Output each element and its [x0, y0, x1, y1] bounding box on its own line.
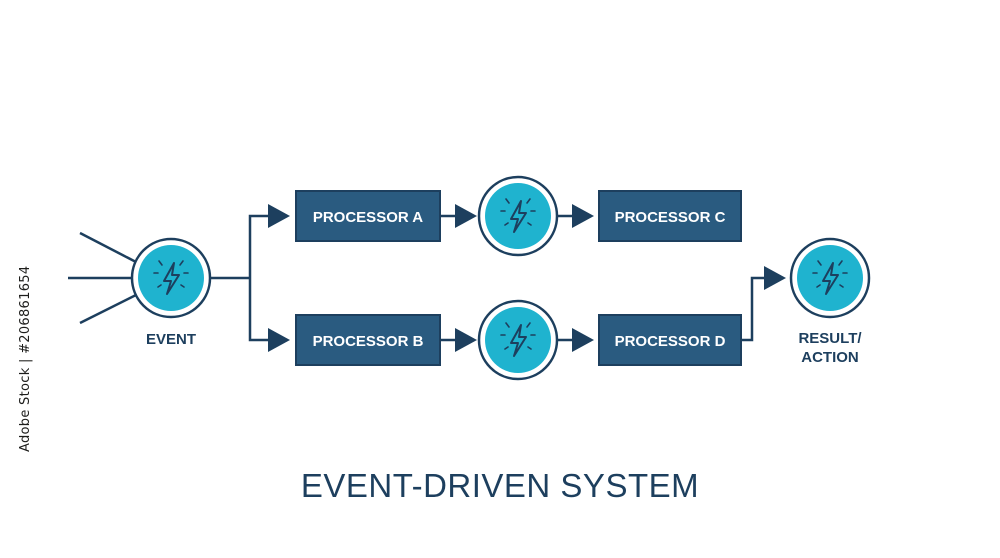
processor-c: PROCESSOR C [598, 190, 742, 242]
incoming-line-top [79, 231, 137, 264]
arrow-to-node-bottom [455, 328, 477, 352]
event-label: EVENT [146, 331, 196, 348]
lightning-bolt-icon [130, 237, 212, 319]
lightning-bolt-icon [477, 299, 559, 381]
arrow-to-result [764, 266, 786, 290]
arrow-to-processor-a [268, 204, 290, 228]
arrow-to-processor-c [572, 204, 594, 228]
arrow-to-processor-d [572, 328, 594, 352]
lightning-bolt-icon [789, 237, 871, 319]
connectors [68, 214, 764, 342]
processor-b: PROCESSOR B [295, 314, 441, 366]
arrowheads [268, 204, 786, 352]
result-node [789, 237, 871, 319]
processor-d-label: PROCESSOR D [615, 333, 726, 350]
processor-a: PROCESSOR A [295, 190, 441, 242]
result-label-line1: RESULT/ [798, 330, 862, 347]
branch-top-connector [248, 214, 268, 278]
processor-d: PROCESSOR D [598, 314, 742, 366]
processor-c-label: PROCESSOR C [615, 209, 726, 226]
lightning-bolt-icon [477, 175, 559, 257]
intermediate-node-top [477, 175, 559, 257]
processor-a-label: PROCESSOR A [313, 209, 423, 226]
event-node [130, 237, 212, 319]
intermediate-node-bottom [477, 299, 559, 381]
incoming-line-bottom [79, 293, 137, 325]
arrow-to-node-top [455, 204, 477, 228]
connector-d-result [741, 276, 764, 342]
result-label-line2: ACTION [801, 349, 859, 366]
arrow-to-processor-b [268, 328, 290, 352]
branch-bottom-connector [248, 278, 268, 342]
processor-b-label: PROCESSOR B [313, 333, 424, 350]
stock-watermark: Adobe Stock | #206861654 [18, 266, 33, 452]
diagram-title: EVENT-DRIVEN SYSTEM [301, 467, 699, 504]
